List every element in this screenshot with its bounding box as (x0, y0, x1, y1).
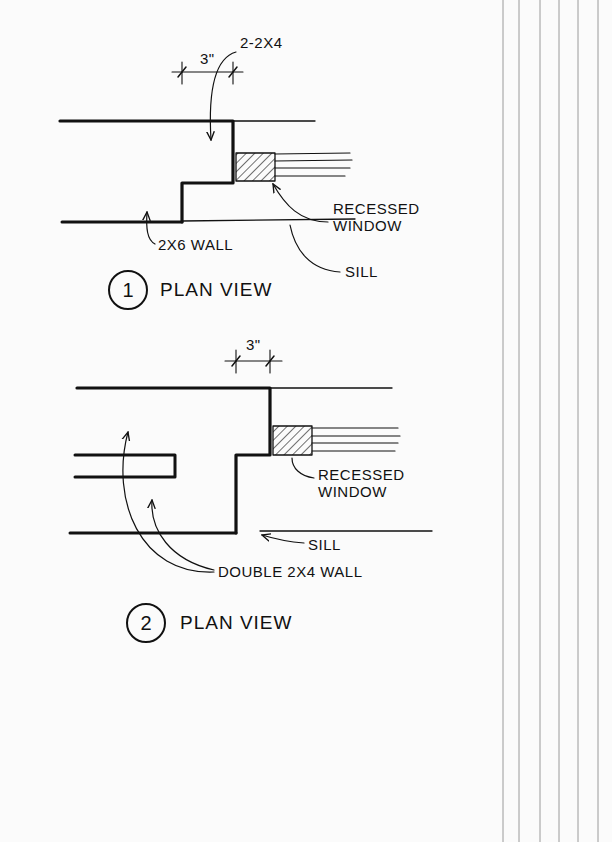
plan-view-2 (70, 350, 432, 572)
view-title: PLAN VIEW (160, 279, 272, 301)
annotation-label: 3" (246, 336, 261, 353)
annotation-label: RECESSED WINDOW (318, 466, 418, 501)
callout-number: 2 (140, 612, 151, 635)
annotation-label: 3" (200, 50, 215, 67)
view-title: PLAN VIEW (180, 612, 292, 634)
annotation-label: SILL (345, 263, 378, 280)
annotation-label: RECESSED WINDOW (333, 200, 433, 235)
callout-number: 1 (122, 279, 133, 302)
callout-circle: 1 (108, 270, 148, 310)
paper-edges (503, 0, 598, 842)
annotation-label: DOUBLE 2X4 WALL (218, 563, 363, 580)
plan-view-1 (60, 52, 355, 272)
annotation-label: SILL (308, 536, 341, 553)
callout-circle: 2 (126, 603, 166, 643)
annotation-label: 2X6 WALL (158, 236, 233, 253)
annotation-label: 2-2X4 (240, 34, 283, 51)
